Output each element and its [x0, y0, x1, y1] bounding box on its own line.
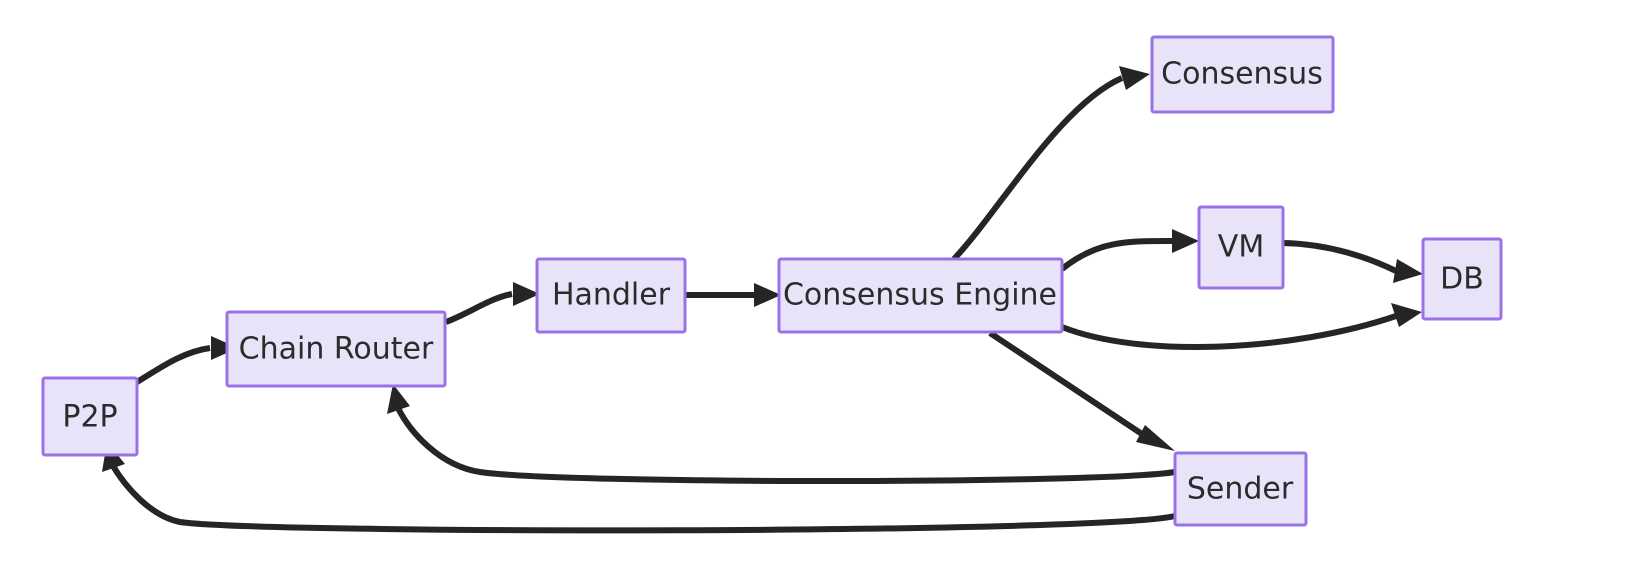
node-consensus-engine[interactable]: Consensus Engine [777, 257, 1064, 334]
edge-vm-to-db[interactable] [1282, 240, 1423, 283]
arrowhead [387, 384, 410, 414]
arrowhead [211, 336, 238, 360]
edge-sender-to-p2p[interactable] [102, 442, 1176, 534]
node-db[interactable]: DB [1421, 237, 1503, 321]
arrowhead [1172, 229, 1199, 253]
edge-sender-to-chain-router[interactable] [387, 384, 1176, 484]
node-db-label: DB [1440, 262, 1484, 297]
node-vm[interactable]: VM [1197, 205, 1285, 290]
edge-consensus-engine-to-sender[interactable] [988, 330, 1175, 451]
node-sender-label: Sender [1187, 472, 1294, 507]
edge-p2p-to-chain-router[interactable] [135, 336, 238, 385]
node-vm-label: VM [1218, 230, 1264, 265]
node-consensus-label: Consensus [1161, 57, 1323, 92]
arrowhead [1119, 66, 1150, 90]
node-consensus-engine-label: Consensus Engine [783, 278, 1057, 313]
node-chain-router[interactable]: Chain Router [225, 310, 447, 388]
edge-handler-to-consensus-engine[interactable] [686, 283, 781, 307]
node-p2p[interactable]: P2P [41, 376, 139, 457]
node-p2p-label: P2P [62, 400, 117, 435]
edge-layer [102, 66, 1423, 534]
edge-chain-router-to-handler[interactable] [444, 282, 540, 325]
node-consensus[interactable]: Consensus [1150, 35, 1335, 114]
arrowhead [754, 283, 781, 307]
node-handler-label: Handler [552, 278, 671, 313]
node-sender[interactable]: Sender [1173, 451, 1308, 527]
arrowhead [513, 282, 540, 306]
node-chain-router-label: Chain Router [239, 332, 434, 367]
node-layer: P2P Chain Router Handler Consensus Engin… [41, 35, 1503, 527]
arrowhead [1136, 425, 1175, 451]
node-handler[interactable]: Handler [535, 257, 687, 334]
arrowhead [1393, 259, 1423, 283]
edge-consensus-engine-to-consensus[interactable] [951, 66, 1150, 262]
arrowhead [1391, 303, 1422, 327]
edge-consensus-engine-to-db[interactable] [1060, 303, 1422, 351]
edge-consensus-engine-to-vm[interactable] [1060, 229, 1199, 272]
